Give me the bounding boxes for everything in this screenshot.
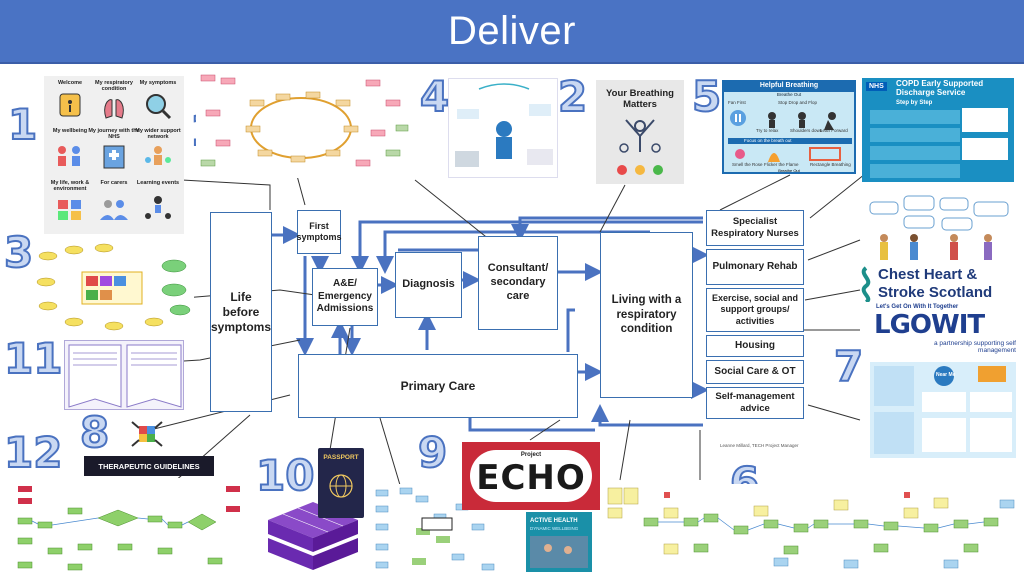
consultant-box: Consultant/ secondary care (478, 236, 558, 330)
echo-word: ECHO (476, 458, 586, 498)
card-5-helpful-breathing: Helpful Breathing Breathe Out Fan First … (722, 80, 856, 174)
near-me-badge: Near Me (936, 372, 956, 378)
diagnosis-box: Diagnosis (395, 252, 462, 318)
lgowit-logo: Let's Get On With It Together LGOWIT a p… (874, 304, 1016, 355)
service-pulmonary-rehab: Pulmonary Rehab (706, 249, 804, 285)
number-7: 7 (833, 342, 864, 391)
active-health-card: ACTIVE HEALTH DYNAMIC WELLBEING (526, 512, 592, 572)
primary-care-box: Primary Care (298, 354, 578, 418)
chss-logo: Chest Heart & Stroke Scotland (856, 264, 1016, 304)
card-4-infographic (448, 78, 558, 178)
service-specialist-nurses: Specialist Respiratory Nurses (706, 210, 804, 246)
card-10-flow-diagram (196, 70, 414, 178)
service-housing: Housing (706, 335, 804, 357)
card-7-near-me: Near Me (870, 362, 1016, 458)
card-5-title: Helpful Breathing (724, 82, 854, 92)
number-11: 11 (3, 334, 63, 383)
number-5: 5 (691, 72, 722, 121)
number-1: 1 (7, 100, 38, 149)
tile-life-work-environment: My life, work & environment (48, 180, 92, 224)
tile-my-wellbeing: My wellbeing (48, 128, 92, 172)
tile-learning-events: Learning events (136, 180, 180, 224)
therapeutic-guidelines-banner: THERAPEUTIC GUIDELINES (84, 456, 214, 476)
card-1-website-tiles: Welcome My respiratory condition My symp… (44, 76, 184, 234)
number-12: 12 (3, 428, 63, 477)
page-title: Deliver (448, 8, 576, 53)
tile-welcome: Welcome (48, 80, 92, 124)
card-2-title: Your Breathing Matters (606, 88, 674, 111)
number-9: 9 (417, 428, 448, 477)
first-symptoms-box: First symptoms (297, 210, 342, 254)
service-self-management: Self-management advice (706, 387, 804, 419)
card-people-speech (864, 192, 1014, 264)
number-4: 4 (419, 72, 450, 121)
service-exercise-groups: Exercise, social and support groups/ act… (706, 288, 804, 332)
hands-puzzle-icon (130, 418, 164, 450)
ae-emergency-box: A&E/ Emergency Admissions (312, 268, 378, 326)
arrow-primary-to-consultant (566, 308, 575, 352)
number-8: 8 (79, 408, 110, 457)
number-10-bottom: 10 (255, 451, 315, 500)
card-copd-esd: NHS COPD Early Supported Discharge Servi… (862, 78, 1014, 182)
tile-my-journey-nhs: My journey with the NHS (88, 128, 140, 172)
life-before-symptoms-box: Life before symptoms (210, 212, 272, 412)
project-echo-logo: Project ECHO (462, 442, 600, 510)
card-11-document (64, 340, 184, 410)
credit-text: Leanne Millard, TECH Project Manager (720, 443, 799, 448)
card-12-flowchart (8, 478, 248, 576)
nhs-logo: NHS (866, 82, 887, 91)
card-2-your-breathing-matters: Your Breathing Matters (596, 80, 684, 184)
arrow-services-to-consultant (511, 216, 703, 242)
header-banner: Deliver (0, 0, 1024, 64)
passport-icon: PASSPORT (318, 448, 364, 518)
arrow-services-to-ae (351, 220, 703, 274)
copd-title: COPD Early Supported Discharge Service (896, 79, 984, 97)
service-social-care: Social Care & OT (706, 360, 804, 384)
tile-wider-support: My wider support network (135, 128, 181, 172)
number-3: 3 (3, 228, 34, 277)
card-3-mind-map (34, 242, 194, 332)
number-2: 2 (557, 72, 588, 121)
leader-card1 (181, 179, 271, 210)
lgowit-word: LGOWIT (874, 310, 985, 340)
tile-my-respiratory-condition: My respiratory condition (92, 80, 136, 124)
tile-my-symptoms: My symptoms (136, 80, 180, 124)
living-with-condition-box: Living with a respiratory condition (600, 232, 693, 398)
card-6-flowchart (604, 484, 1020, 576)
tile-for-carers: For carers (92, 180, 136, 224)
